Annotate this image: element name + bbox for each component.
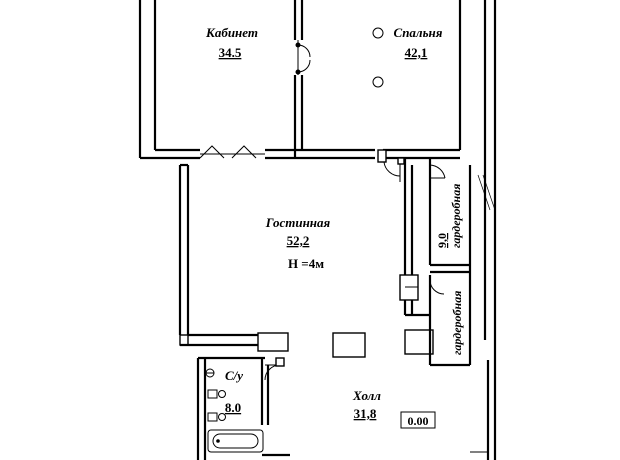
study-name: Кабинет [205,25,258,40]
level-mark-text: 0.00 [408,414,429,428]
bedroom-name: Спальня [394,25,443,40]
wc-area: 8.0 [225,400,241,415]
level-mark: 0.00 [400,411,436,429]
wc-walls [196,356,285,460]
study-bedroom-door [295,40,311,75]
closet2-name: гардеробная [450,291,464,355]
closet1-area: 9,0 [435,233,449,248]
upper-rooms-walls [138,0,497,160]
hall-area: 31,8 [354,406,377,421]
hall-walls [262,340,497,460]
closet-door-top [377,149,405,182]
bedroom-lights [372,27,384,88]
bedroom-area: 42,1 [405,45,428,60]
living-room-walls [178,158,434,358]
living-double-doors [199,145,265,159]
study-area: 34.5 [219,45,242,60]
wc-name: С/у [225,368,243,383]
closet-walls [399,158,497,367]
closet1-label: 9,0 гардеробная [435,184,463,248]
living-name: Гостинная [265,215,331,230]
closet1-name: гардеробная [449,184,463,248]
living-area: 52,2 [287,233,310,248]
living-height: Н =4м [288,256,324,271]
closet2-label: гардеробная [450,291,464,355]
hall-name: Холл [352,388,381,403]
